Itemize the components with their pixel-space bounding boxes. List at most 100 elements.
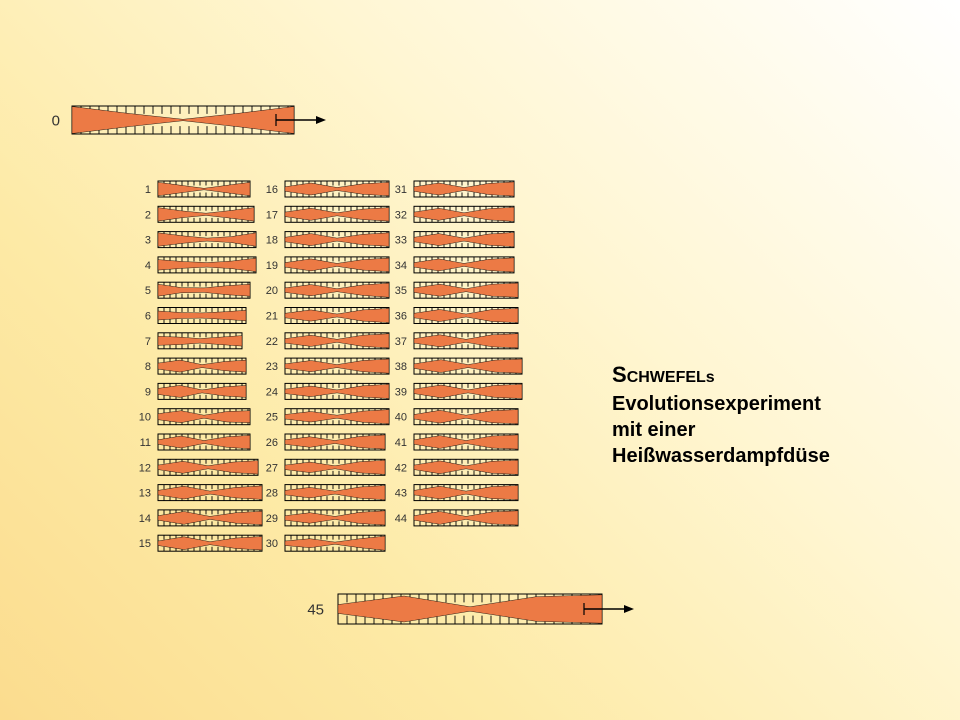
- nozzle-29: 29: [266, 509, 386, 527]
- nozzle-profile: [284, 207, 390, 222]
- nozzle-profile: [284, 333, 390, 349]
- nozzle-35: 35: [395, 281, 519, 299]
- caption-line-3: mit einer: [612, 419, 696, 441]
- nozzle-label: 43: [395, 488, 407, 500]
- caption-suffix: s: [705, 369, 715, 386]
- nozzle-profile: [157, 460, 259, 475]
- nozzle-profile: [157, 485, 263, 500]
- nozzle-38: 38: [395, 357, 523, 375]
- nozzle-label: 14: [139, 513, 151, 525]
- nozzle-41: 41: [395, 433, 519, 451]
- nozzle-19: 19: [266, 256, 390, 274]
- nozzle-37: 37: [395, 332, 519, 350]
- nozzle-profile: [413, 181, 515, 197]
- nozzle-profile: [413, 459, 519, 475]
- nozzle-profile: [157, 510, 263, 525]
- nozzle-profile: [157, 257, 257, 272]
- nozzle-profile: [284, 459, 386, 475]
- nozzle-21: 21: [266, 307, 390, 324]
- nozzle-profile: [71, 106, 295, 134]
- nozzle-profile: [284, 257, 390, 272]
- nozzle-profile: [157, 182, 251, 197]
- nozzle-profile: [157, 283, 251, 297]
- nozzle-profile: [284, 535, 386, 551]
- nozzle-segment-lines: [163, 206, 249, 223]
- nozzle-22: 22: [266, 332, 390, 350]
- nozzle-label: 0: [52, 112, 60, 129]
- nozzle-6: 6: [145, 307, 247, 324]
- nozzle-43: 43: [395, 484, 519, 502]
- nozzle-profile: [413, 206, 515, 222]
- nozzle-26: 26: [266, 433, 386, 451]
- nozzle-27: 27: [266, 458, 386, 476]
- nozzle-label: 36: [395, 310, 407, 322]
- nozzle-label: 4: [145, 260, 151, 272]
- nozzle-profile: [157, 410, 251, 423]
- caption-line-1: SCHWEFELs: [612, 362, 830, 391]
- nozzle-profile: [413, 384, 523, 399]
- nozzle-profile: [413, 282, 519, 298]
- nozzle-profile: [157, 232, 257, 247]
- nozzle-label: 17: [266, 209, 278, 221]
- nozzle-label: 27: [266, 462, 278, 474]
- nozzle-34: 34: [395, 256, 515, 274]
- nozzle-profile: [284, 384, 390, 399]
- nozzle-profile: [284, 182, 390, 197]
- nozzle-profile: [413, 409, 519, 425]
- caption-line-2: Evolutionsexperiment: [612, 393, 821, 415]
- nozzle-25: 25: [266, 408, 390, 426]
- nozzle-label: 8: [145, 361, 151, 373]
- nozzle-label: 45: [307, 601, 324, 618]
- nozzle-32: 32: [395, 205, 515, 223]
- nozzle-profile: [284, 485, 386, 500]
- nozzle-23: 23: [266, 357, 390, 375]
- nozzle-profile: [413, 333, 519, 349]
- nozzle-profile: [284, 308, 390, 323]
- nozzle-segment-lines: [290, 434, 382, 450]
- nozzle-label: 21: [266, 310, 278, 322]
- nozzle-profile: [284, 358, 390, 374]
- caption-initial: S: [612, 362, 627, 387]
- flow-arrow-head: [624, 605, 634, 613]
- nozzle-label: 7: [145, 336, 151, 348]
- caption-smallcaps: CHWEFEL: [626, 369, 706, 386]
- caption-line-4: Heißwasserdampfdüse: [612, 445, 830, 467]
- nozzle-7: 7: [145, 332, 243, 350]
- nozzle-9: 9: [145, 382, 247, 400]
- nozzle-profile: [157, 435, 251, 450]
- nozzle-1: 1: [145, 180, 251, 198]
- nozzle-profile: [413, 257, 515, 273]
- nozzle-label: 9: [145, 386, 151, 398]
- nozzle-profile: [284, 232, 390, 247]
- nozzle-profile: [284, 282, 390, 298]
- nozzle-4: 4: [145, 256, 257, 274]
- nozzle-layer: 0123456789101112131415161718192021222324…: [52, 105, 634, 625]
- nozzle-label: 23: [266, 361, 278, 373]
- nozzle-30: 30: [266, 534, 386, 552]
- nozzle-42: 42: [395, 458, 519, 476]
- nozzle-label: 32: [395, 209, 407, 221]
- nozzle-15: 15: [139, 534, 263, 552]
- nozzle-label: 25: [266, 412, 278, 424]
- nozzle-profile: [284, 434, 386, 450]
- nozzle-45: 45: [307, 593, 634, 625]
- nozzle-label: 30: [266, 538, 278, 550]
- nozzle-profile: [413, 308, 519, 323]
- nozzle-11: 11: [140, 433, 251, 451]
- nozzle-label: 35: [395, 285, 407, 297]
- nozzle-label: 34: [395, 260, 407, 272]
- nozzle-profile: [284, 510, 386, 526]
- nozzle-label: 29: [266, 513, 278, 525]
- nozzle-label: 11: [140, 437, 151, 449]
- nozzle-label: 41: [395, 437, 407, 449]
- nozzle-profile: [413, 358, 523, 374]
- nozzle-label: 37: [395, 336, 407, 348]
- nozzle-label: 44: [395, 513, 407, 525]
- nozzle-label: 40: [395, 412, 407, 424]
- caption: SCHWEFELs Evolutionsexperiment mit einer…: [612, 362, 830, 469]
- nozzle-31: 31: [395, 180, 515, 198]
- nozzle-profile: [157, 385, 247, 398]
- nozzle-28: 28: [266, 484, 386, 502]
- nozzle-2: 2: [145, 205, 255, 223]
